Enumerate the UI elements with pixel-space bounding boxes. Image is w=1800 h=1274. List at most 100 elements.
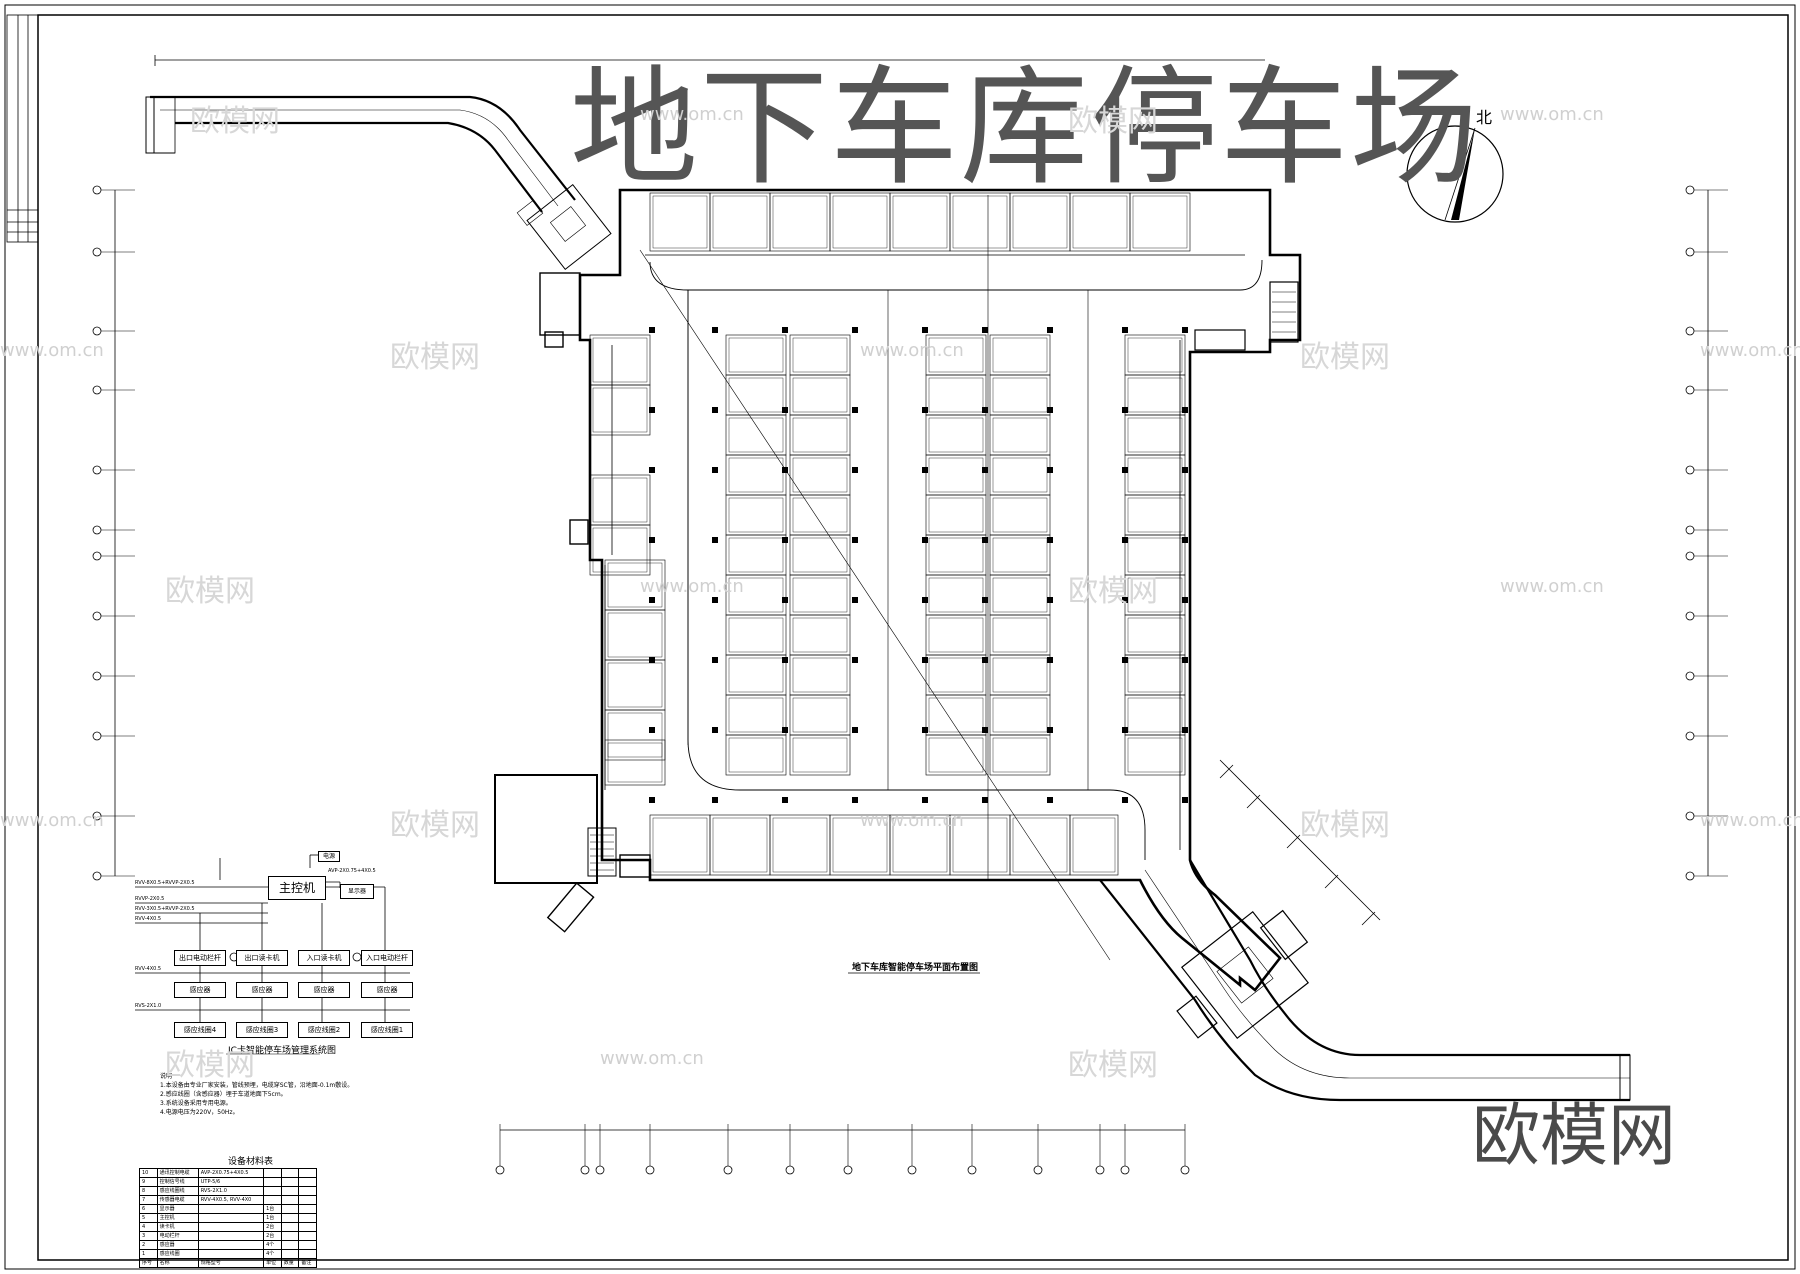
table-cell: [298, 1177, 317, 1187]
column: [922, 407, 928, 413]
parking-stall-inner: [992, 737, 1048, 773]
parking-stall: [989, 534, 1051, 576]
table-cell: 4个: [263, 1249, 282, 1259]
column: [712, 467, 718, 473]
parking-stall-inner: [832, 817, 888, 873]
sheet-outer-border: [4, 4, 1796, 1270]
left-title-strip: [6, 14, 39, 243]
parking-stall: [925, 534, 987, 576]
parking-stall-inner: [792, 617, 848, 653]
parking-stall-inner: [992, 577, 1048, 613]
parking-stall: [789, 734, 851, 776]
table-cell: [280, 1168, 300, 1178]
axis-bubble: [92, 465, 102, 475]
table-cell: 2台: [263, 1222, 282, 1232]
parking-stall: [1124, 414, 1186, 456]
device-exit-barrier: 出口电动栏杆: [174, 950, 226, 966]
axis-bubble: [92, 247, 102, 257]
parking-stall-inner: [652, 817, 708, 873]
column: [782, 327, 788, 333]
column: [922, 537, 928, 543]
parking-stall: [789, 694, 851, 736]
parking-stall: [789, 654, 851, 696]
parking-stall: [789, 334, 851, 376]
parking-stall-inner: [792, 457, 848, 493]
table-cell: 3: [139, 1231, 158, 1241]
column: [712, 657, 718, 663]
column: [782, 467, 788, 473]
device-exit-reader: 出口读卡机: [236, 950, 288, 966]
parking-stall: [1124, 454, 1186, 496]
table-cell: [280, 1177, 300, 1187]
table-cell: [197, 1249, 265, 1259]
axis-bubble: [1685, 385, 1695, 395]
parking-stall-inner: [607, 712, 663, 758]
parking-stall: [989, 734, 1051, 776]
column: [1122, 657, 1128, 663]
parking-stall: [789, 614, 851, 656]
column: [982, 597, 988, 603]
device-entry-reader: 入口读卡机: [298, 950, 350, 966]
parking-stall-inner: [607, 612, 663, 658]
table-cell: [280, 1186, 300, 1196]
table-cell: 10: [139, 1168, 158, 1178]
column: [922, 467, 928, 473]
parking-stall-inner: [728, 337, 784, 373]
axis-bubble: [495, 1165, 505, 1175]
column: [982, 467, 988, 473]
parking-stall-inner: [1132, 195, 1188, 249]
table-cell: 9: [139, 1177, 158, 1187]
column: [1047, 797, 1053, 803]
right-stair-room: [1194, 281, 1299, 351]
axis-bubble: [1685, 731, 1695, 741]
parking-stall-inner: [992, 417, 1048, 453]
table-cell: 5: [139, 1213, 158, 1223]
loop-box: 感应线圈2: [298, 1022, 350, 1038]
parking-stall-inner: [792, 497, 848, 533]
table-cell: RVS-2X1.0: [197, 1186, 265, 1196]
parking-stall-inner: [992, 377, 1048, 413]
table-cell: [280, 1249, 300, 1259]
parking-stall: [769, 814, 831, 876]
axis-bubble: [1685, 551, 1695, 561]
parking-stall: [1124, 374, 1186, 416]
table-cell: [263, 1195, 282, 1205]
column: [922, 327, 928, 333]
axis-bubble: [92, 731, 102, 741]
parking-stall-inner: [607, 562, 663, 608]
axis-bubble: [92, 185, 102, 195]
column: [1047, 597, 1053, 603]
table-cell: 1台: [263, 1213, 282, 1223]
parking-stall-inner: [928, 377, 984, 413]
table-cell: [263, 1177, 282, 1187]
parking-stall: [789, 374, 851, 416]
garage-outline: [578, 188, 1302, 992]
column: [1122, 537, 1128, 543]
column: [1122, 407, 1128, 413]
column: [1122, 597, 1128, 603]
parking-stall: [589, 384, 651, 436]
axis-bubble: [92, 671, 102, 681]
parking-stall-inner: [1127, 657, 1183, 693]
table-cell: [263, 1186, 282, 1196]
parking-stall: [989, 334, 1051, 376]
sensor-box: 感应器: [174, 982, 226, 998]
axis-bubble: [1685, 671, 1695, 681]
column: [982, 327, 988, 333]
watermark: 欧模网: [165, 574, 255, 609]
table-cell: 读卡机: [156, 1222, 199, 1232]
parking-stall-inner: [992, 657, 1048, 693]
table-cell: 4: [139, 1222, 158, 1232]
column: [649, 407, 655, 413]
column: [922, 597, 928, 603]
axis-bubble: [1685, 611, 1695, 621]
parking-stall-inner: [592, 337, 648, 383]
parking-stall-inner: [1127, 377, 1183, 413]
axis-bubble: [92, 611, 102, 621]
parking-stall-inner: [1127, 417, 1183, 453]
parking-stall-inner: [1072, 817, 1116, 873]
